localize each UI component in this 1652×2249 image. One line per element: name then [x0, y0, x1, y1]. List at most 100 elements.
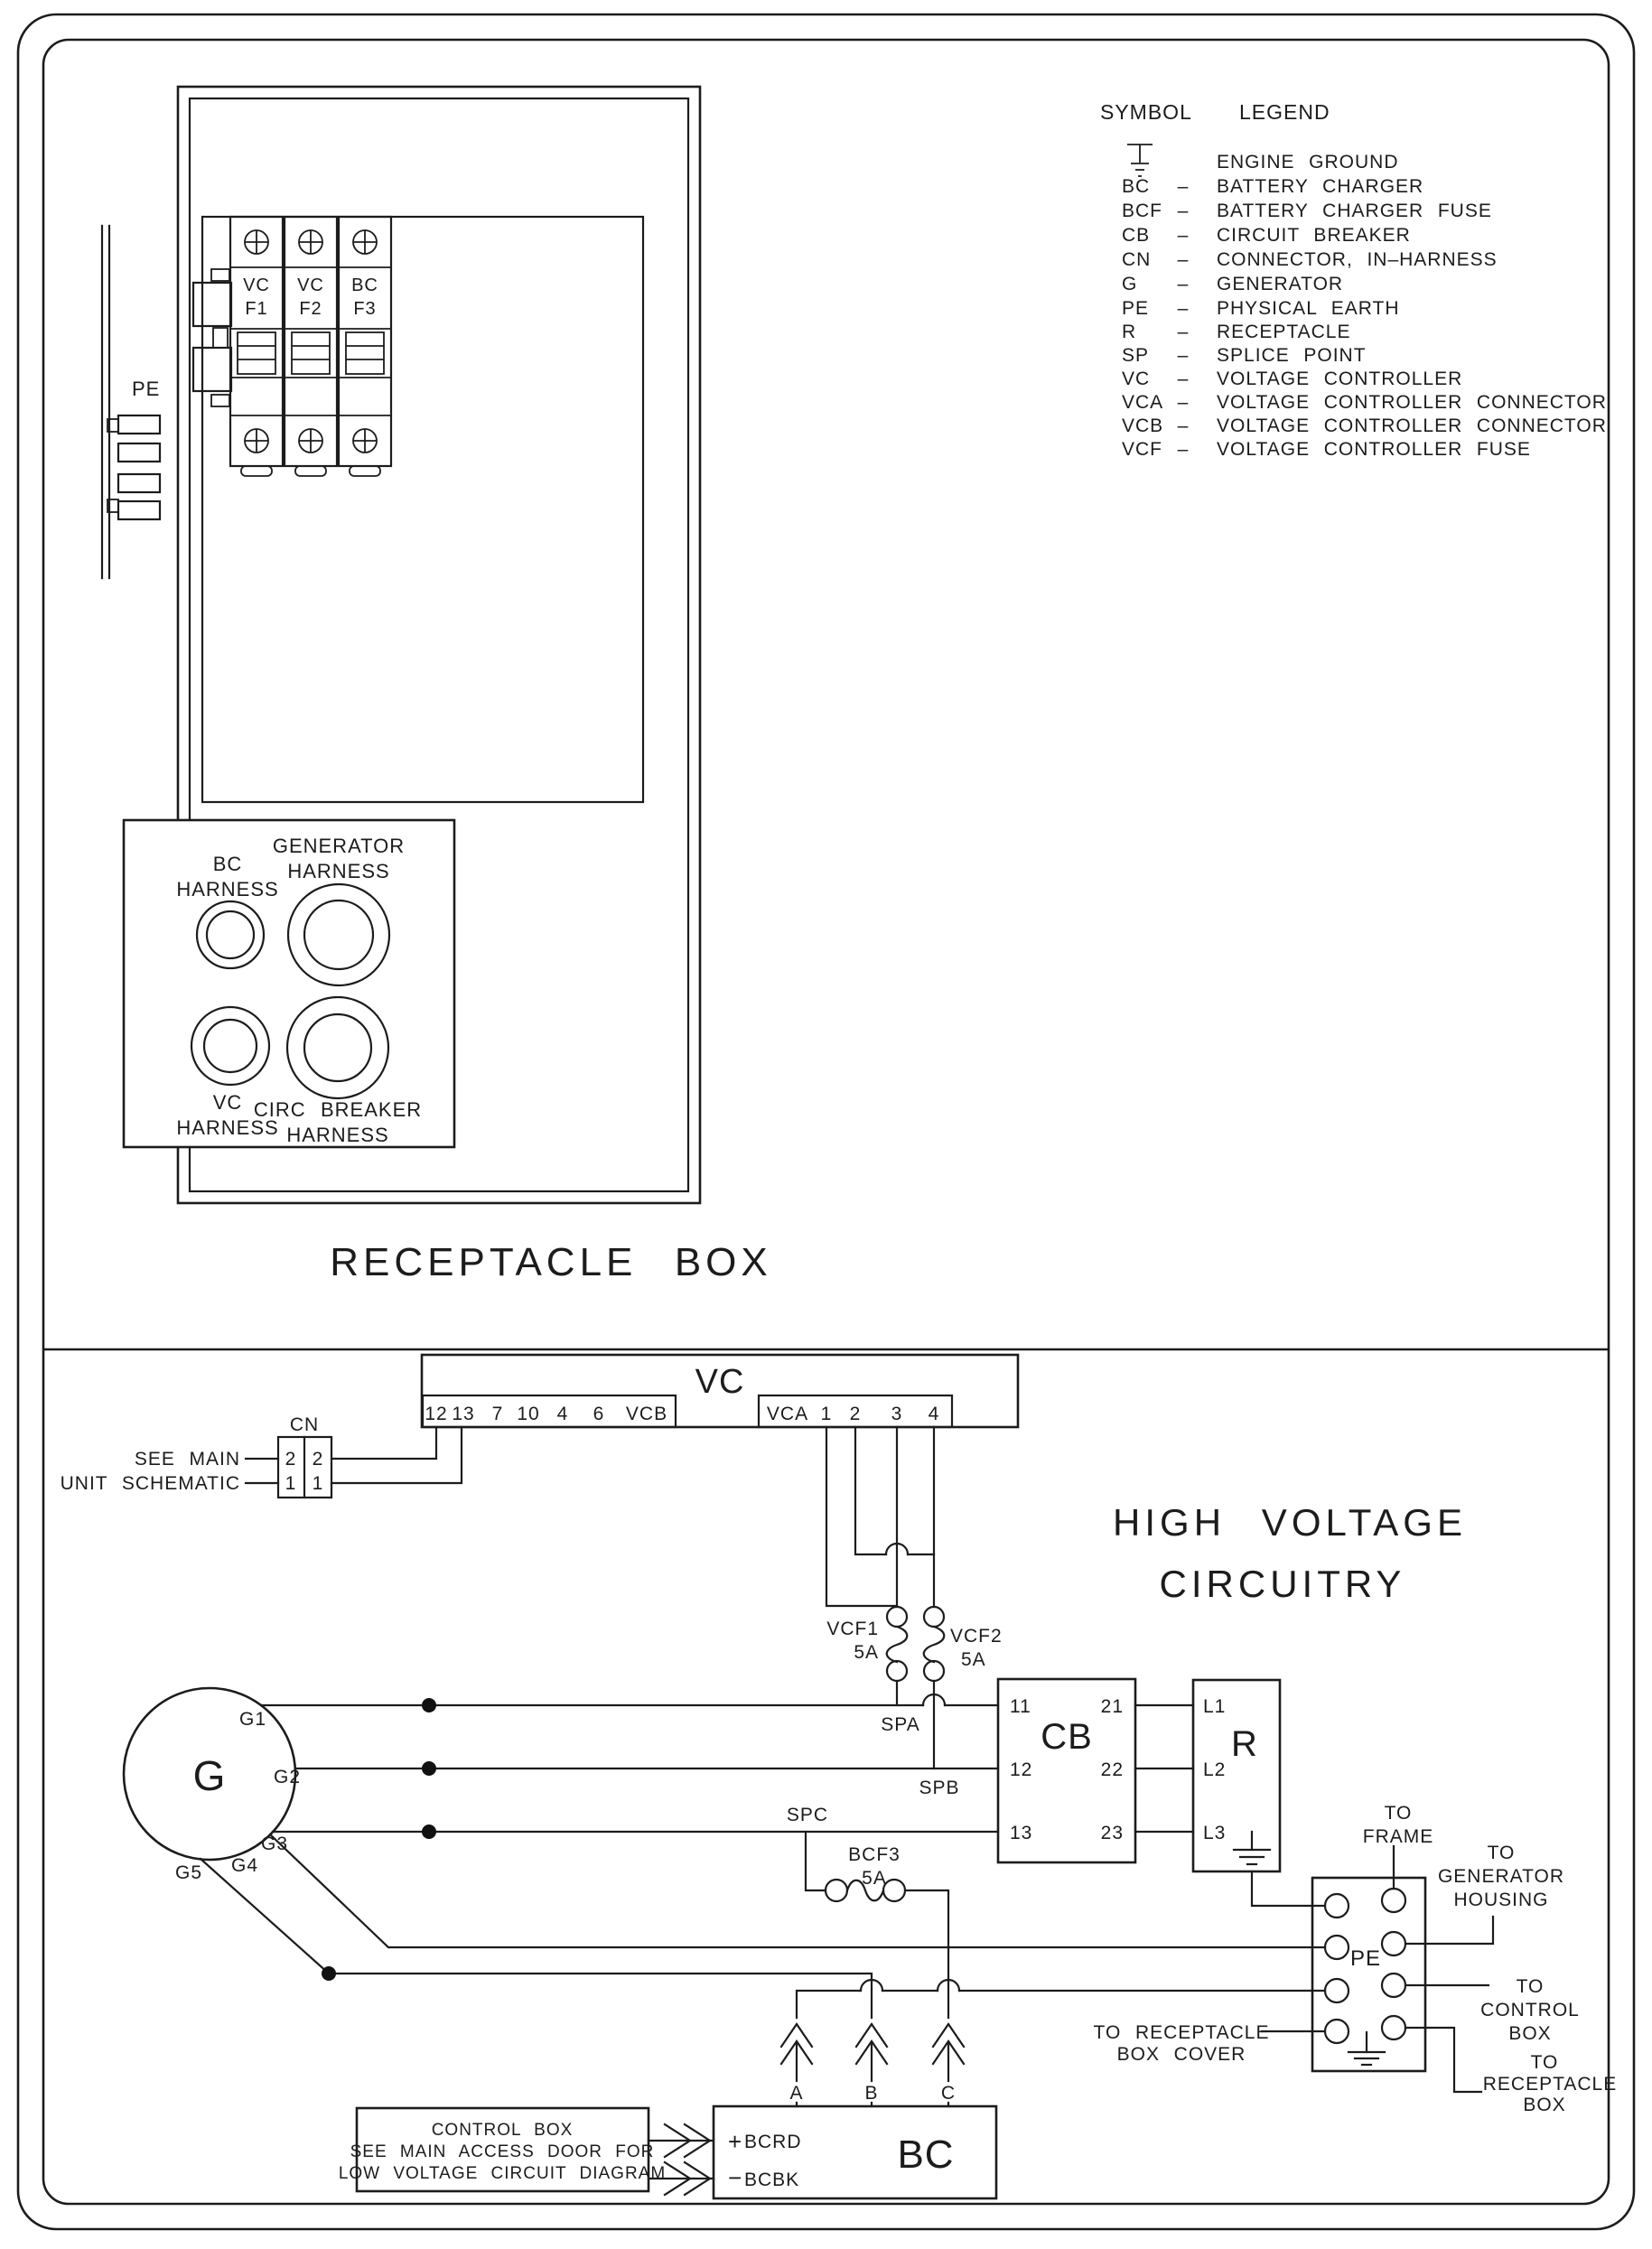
bcf3-branch: BCF3 5A [804, 1830, 950, 2020]
vcf2-rating: 5A [961, 1649, 986, 1670]
cn-pin: 1 [313, 1473, 324, 1494]
screw-icon [298, 229, 323, 255]
legend-dash: – [1178, 345, 1190, 366]
pe-terminal [1380, 1887, 1407, 1914]
gen-terminal: G5 [175, 1862, 202, 1883]
fuse-icon-bcf3 [824, 1878, 907, 1903]
legend-desc: VOLTAGE CONTROLLER FUSE [1217, 439, 1531, 460]
pe-block-label: PE [1350, 1946, 1381, 1971]
vcb-pin: VCB [626, 1404, 667, 1424]
generator-harness-label: GENERATOR [273, 835, 405, 857]
to-receptacle-box-note: RECEPTACLE [1483, 2074, 1617, 2095]
legend-desc: VOLTAGE CONTROLLER CONNECTOR [1217, 415, 1607, 436]
cb-pin: 23 [1101, 1823, 1124, 1843]
see-main-note: SEE MAIN [135, 1449, 240, 1470]
legend-desc: PHYSICAL EARTH [1217, 298, 1400, 319]
pe-terminal [1380, 2014, 1407, 2041]
fuse-holder-foot [349, 465, 381, 477]
pe-terminal [1323, 1977, 1350, 2004]
vc-harness-gland [190, 1005, 271, 1087]
vca-pin: 3 [891, 1404, 903, 1424]
wire-g4 [268, 1833, 1327, 1949]
phase-label: A [789, 2083, 803, 2104]
legend-desc: GENERATOR [1217, 274, 1343, 294]
legend-dash: – [1178, 415, 1190, 436]
cn-connector: CN 2 2 1 1 SEE MAIN UNIT SCHEMATIC [61, 1414, 463, 1499]
to-generator-housing-note: GENERATOR [1438, 1866, 1564, 1887]
fuse-label: VC [243, 275, 270, 295]
vcb-pin: 4 [557, 1404, 569, 1424]
see-main-note: UNIT SCHEMATIC [61, 1473, 240, 1494]
fuse-icon-vcf1 [885, 1605, 909, 1707]
legend-sym: VCF [1122, 439, 1162, 460]
vcb-pin: 13 [452, 1404, 474, 1424]
cn-pin: 2 [313, 1449, 324, 1470]
phase-label: C [941, 2083, 956, 2104]
r-pin: L1 [1203, 1696, 1226, 1717]
generator: G G1 G2 G3 G4 G5 [122, 1686, 300, 1883]
screw-icon [298, 428, 323, 453]
screw-icon [244, 229, 269, 255]
receptacle-box-title: RECEPTACLE BOX [330, 1240, 772, 1284]
bc-neg-terminal: BCBK [744, 2170, 799, 2190]
control-note-line: SEE MAIN ACCESS DOOR FOR [350, 2142, 655, 2161]
legend-dash: – [1178, 249, 1190, 270]
vcb-pin: 12 [425, 1404, 447, 1424]
bc-minus-sign: − [728, 2164, 742, 2191]
bc-label: BC [897, 2132, 954, 2177]
wire [330, 1425, 463, 1485]
cb-pin: 11 [1010, 1696, 1031, 1717]
junction-dot [422, 1698, 436, 1712]
legend-header-legend: LEGEND [1239, 100, 1330, 124]
pe-terminal-lug [117, 472, 162, 494]
hv-title-line1: HIGH VOLTAGE [1113, 1501, 1467, 1544]
vc-harness-label: HARNESS [176, 1116, 278, 1139]
vca-pin: 1 [821, 1404, 833, 1424]
circ-breaker-harness-label: HARNESS [286, 1124, 388, 1146]
to-generator-housing-note: HOUSING [1453, 1890, 1548, 1910]
chevron-arrow-icon [647, 2160, 715, 2197]
to-receptacle-box-note: BOX [1523, 2095, 1565, 2115]
to-frame-note: FRAME [1363, 1826, 1434, 1847]
fuse-holder-foot [240, 465, 273, 477]
generator-label: G [193, 1752, 227, 1799]
phase-connector-arrows: A B C [779, 2022, 966, 2108]
wire-g5 [199, 1857, 873, 2020]
bcf3-label: BCF3 [848, 1844, 901, 1865]
pe-rail-label: PE [132, 378, 160, 400]
control-box-note: CONTROL BOX SEE MAIN ACCESS DOOR FOR LOW… [339, 2106, 715, 2197]
cn-pin: 2 [285, 1449, 297, 1470]
bcf3-rating: 5A [862, 1868, 887, 1889]
receptacle-box-outline [176, 85, 702, 1205]
legend-sym: CB [1122, 225, 1150, 246]
cb-pin: 22 [1101, 1759, 1124, 1780]
wire [1404, 1915, 1495, 1946]
legend-desc: RECEPTACLE [1217, 322, 1350, 342]
legend-header-symbol: SYMBOL [1100, 100, 1192, 124]
chevron-arrow-icon [647, 2123, 715, 2159]
legend-dash: – [1178, 392, 1190, 413]
high-voltage-schematic: HIGH VOLTAGE CIRCUITRY VC 12 13 7 10 4 6… [61, 1353, 1617, 2200]
fuse-label: F3 [353, 299, 376, 319]
r-pin: L2 [1203, 1759, 1226, 1780]
legend-sym: BCF [1122, 201, 1162, 221]
to-receptacle-box-cover-note: TO RECEPTACLE [1094, 2022, 1270, 2043]
ground-icon [1347, 2030, 1386, 2067]
legend-sym: VC [1122, 369, 1150, 389]
legend-desc: VOLTAGE CONTROLLER [1217, 369, 1462, 389]
fuse-icon-vcf2 [922, 1605, 946, 1770]
legend-desc: CONNECTOR, IN–HARNESS [1217, 249, 1498, 270]
page-border-inner [42, 38, 1610, 2206]
bc-plus-sign: + [728, 2128, 742, 2155]
vca-wiring: VCF1 5A VCF2 5A [825, 1425, 1002, 1770]
junction-dot [322, 1966, 336, 1981]
circ-breaker-harness-gland [285, 995, 390, 1100]
vca-pin: 4 [929, 1404, 940, 1424]
to-receptacle-box-note: TO [1531, 2052, 1559, 2073]
vc-label: VC [695, 1363, 745, 1401]
legend-dash: – [1178, 274, 1190, 294]
phase-wires: SPA SPB SPC [259, 1693, 1000, 1839]
vcf1-rating: 5A [854, 1642, 879, 1663]
fuse-holder-vcf1: VC F1 [229, 215, 285, 477]
